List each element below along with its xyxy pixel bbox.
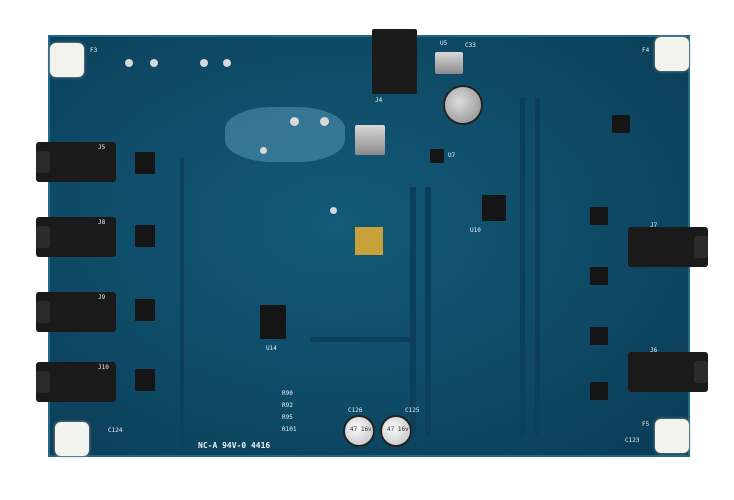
label-r90: R90 [282,390,293,397]
audio-jack[interactable] [36,292,116,332]
electrolytic-capacitor: 47 16v [343,415,375,447]
label-f5: F5 [642,421,650,428]
label-j8: J8 [98,219,106,226]
label-r101: R101 [282,426,297,433]
trace [310,337,410,342]
label-u7: U7 [448,152,456,159]
label-c33: C33 [465,42,476,49]
label-j9: J9 [98,294,106,301]
label-r95: R95 [282,414,293,421]
voltage-regulator [355,125,385,155]
electrolytic-capacitor: 47 16v [380,415,412,447]
ic-chip [590,327,608,345]
trace [535,97,540,437]
pad [223,59,231,67]
label-c123: C123 [625,437,640,444]
ic-chip [135,369,155,391]
exposed-pad [355,227,383,255]
board-marking: NC-A 94V-0 4416 [198,441,271,450]
ic-chip [135,152,155,174]
pad [260,147,267,154]
label-c125: C125 [405,407,420,414]
pad [200,59,208,67]
trace [520,97,525,437]
pad [150,59,158,67]
label-j4: J4 [375,97,383,104]
label-f3: F3 [90,47,98,54]
ic-chip [135,299,155,321]
pad [290,117,299,126]
capacitor-marking: 47 16v [350,426,372,433]
flux-residue [225,107,345,162]
audio-jack[interactable] [36,142,116,182]
audio-jack[interactable] [36,362,116,402]
trace [410,187,416,437]
ic-chip [482,195,506,221]
pcb-board: F3 F4 F5 C124 C123 J5 J8 J9 J10 J7 J6 J4… [36,29,708,457]
label-u10: U10 [470,227,481,234]
ic-chip [612,115,630,133]
mounting-hole [50,43,84,77]
pad [330,207,337,214]
trace [425,187,431,437]
label-r92: R92 [282,402,293,409]
capacitor-marking: 47 16v [387,426,409,433]
label-j5: J5 [98,144,106,151]
regulator [435,52,463,74]
inductor [443,85,483,125]
ic-chip [590,267,608,285]
label-c124: C124 [108,427,123,434]
label-u5: U5 [440,40,448,47]
ic-chip [260,305,286,339]
mounting-hole [55,422,89,456]
label-j7: J7 [650,222,658,229]
label-f4: F4 [642,47,650,54]
pad [125,59,133,67]
trace [180,157,184,447]
dc-power-jack[interactable] [372,29,417,94]
label-j10: J10 [98,364,109,371]
audio-jack[interactable] [36,217,116,257]
ic-chip [590,382,608,400]
ic-chip [135,225,155,247]
pad [320,117,329,126]
label-c126: C126 [348,407,363,414]
mounting-hole [655,419,689,453]
mounting-hole [655,37,689,71]
ic-chip [590,207,608,225]
ic-chip [430,149,444,163]
label-j6: J6 [650,347,658,354]
label-u14: U14 [266,345,277,352]
audio-jack[interactable] [628,352,708,392]
audio-jack[interactable] [628,227,708,267]
